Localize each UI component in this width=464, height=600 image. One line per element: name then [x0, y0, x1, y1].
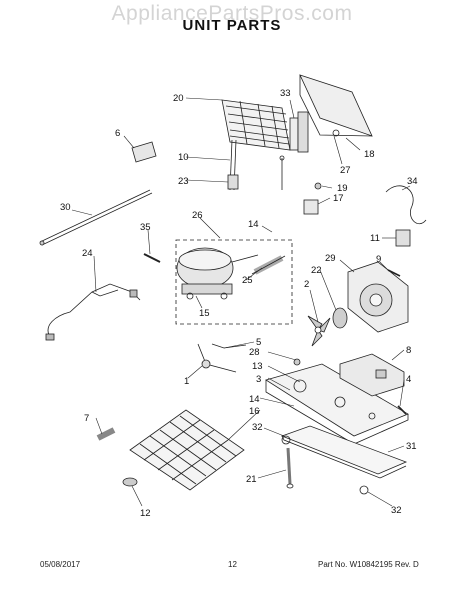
bracket-19-17 [303, 182, 322, 215]
drain-cup [122, 477, 138, 487]
watermark: AppliancePartsPros.com [111, 2, 353, 25]
clip-35 [143, 253, 161, 263]
machine-compartment-cover [299, 74, 373, 137]
footer-date: 05/08/2017 [40, 560, 81, 569]
callout-2: 2 [304, 279, 309, 290]
callout-24: 24 [82, 248, 93, 259]
drain-pan [280, 425, 408, 495]
callout-5: 5 [256, 337, 261, 348]
filter-drier [251, 255, 286, 275]
drain-heater [286, 447, 294, 489]
callout-23: 23 [178, 176, 189, 187]
callout-19: 19 [337, 183, 348, 194]
condenser-fan-blade [307, 315, 331, 347]
callout-16: 16 [249, 406, 260, 417]
callout-10: 10 [178, 152, 189, 163]
condenser-tubes [227, 139, 285, 191]
callout-34: 34 [407, 176, 418, 187]
callout-26: 26 [192, 210, 203, 221]
callout-9: 9 [376, 254, 381, 265]
drain-tube-bracket [289, 111, 309, 153]
valve-tubing [197, 343, 247, 373]
callout-22: 22 [311, 265, 322, 276]
screw-4 [397, 405, 407, 415]
callout-14-top: 14 [248, 219, 259, 230]
evaporator-coil [129, 409, 245, 491]
callout-14-bottom: 14 [249, 394, 260, 405]
footer-page-number: 12 [228, 560, 237, 569]
page-title: UNIT PARTS [182, 17, 282, 34]
insulation-tube [96, 427, 116, 441]
power-cord-wire [385, 185, 427, 225]
callout-12: 12 [140, 508, 151, 519]
callout-20: 20 [173, 93, 184, 104]
callout-15: 15 [199, 308, 210, 319]
callout-11: 11 [370, 233, 380, 244]
callout-28: 28 [249, 347, 260, 358]
callout-29: 29 [325, 253, 336, 264]
callout-30: 30 [60, 202, 71, 213]
callout-4: 4 [406, 374, 411, 385]
screw-9 [387, 269, 401, 277]
tag-label [131, 141, 157, 163]
callout-32-upper: 32 [252, 422, 263, 433]
heat-loop-tube [39, 189, 153, 246]
callout-6: 6 [115, 128, 120, 139]
condenser-fan-motor [332, 307, 348, 329]
callout-3: 3 [256, 374, 261, 385]
compressor-assembly-box [175, 239, 293, 325]
callout-21: 21 [246, 474, 257, 485]
callout-25: 25 [242, 275, 253, 286]
compressor [176, 247, 259, 300]
callout-7: 7 [84, 413, 89, 424]
control-bracket [339, 353, 405, 397]
fan-shroud [347, 261, 409, 333]
footer-part-number: Part No. W10842195 Rev. D [318, 560, 419, 569]
callout-33: 33 [280, 88, 291, 99]
condenser-coil [221, 99, 291, 151]
callout-35: 35 [140, 222, 151, 233]
callout-1: 1 [184, 376, 189, 387]
callout-8: 8 [406, 345, 411, 356]
callout-17: 17 [333, 193, 344, 204]
callout-31: 31 [406, 441, 417, 452]
callout-13: 13 [252, 361, 263, 372]
callout-18: 18 [364, 149, 375, 160]
start-relay [395, 229, 411, 247]
wire-harness [45, 283, 141, 341]
callout-32-lower: 32 [391, 505, 402, 516]
callout-27: 27 [340, 165, 351, 176]
